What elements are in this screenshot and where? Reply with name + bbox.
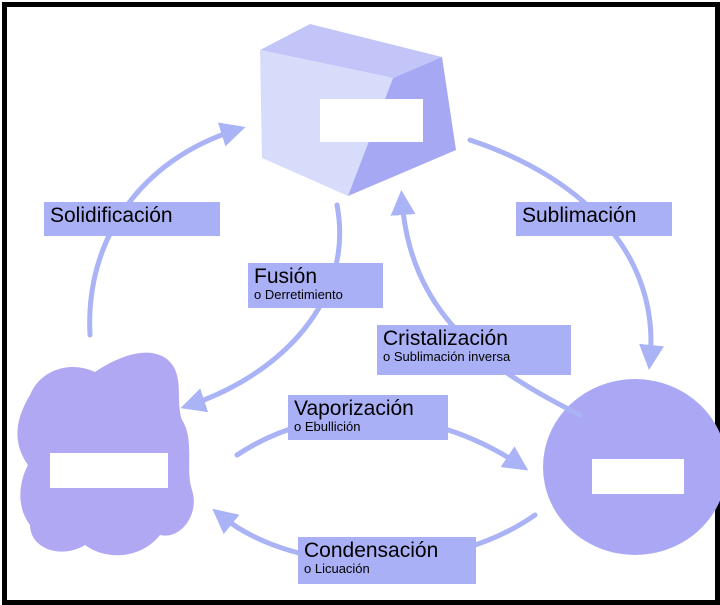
sublimation-label: Sublimación [516, 202, 672, 236]
fusion-subtext: o Derretimiento [254, 287, 343, 302]
fusion-arrow [180, 202, 343, 413]
vaporization-subtext: o Ebullición [294, 419, 361, 434]
crystallization-text: Cristalización [383, 327, 508, 350]
condensation-text: Condensación [304, 539, 439, 562]
condensation-subtext: o Licuación [304, 561, 370, 576]
crystallization-label: Cristalización o Sublimación inversa [377, 325, 571, 375]
crystallization-subtext: o Sublimación inversa [383, 349, 511, 364]
liquid-blank-box [50, 453, 168, 488]
gas-blank-box [592, 459, 684, 494]
condensation-label: Condensación o Licuación [298, 537, 476, 584]
vaporization-text: Vaporización [294, 397, 414, 420]
solidification-label: Solidificación [44, 202, 220, 236]
fusion-label: Fusión o Derretimiento [248, 263, 383, 308]
solidification-text: Solidificación [50, 204, 173, 227]
vaporization-label: Vaporización o Ebullición [288, 395, 448, 440]
sublimation-text: Sublimación [522, 204, 637, 227]
cube-top-face [260, 24, 442, 78]
fusion-text: Fusión [254, 265, 318, 288]
solid-blank-box [320, 99, 423, 142]
